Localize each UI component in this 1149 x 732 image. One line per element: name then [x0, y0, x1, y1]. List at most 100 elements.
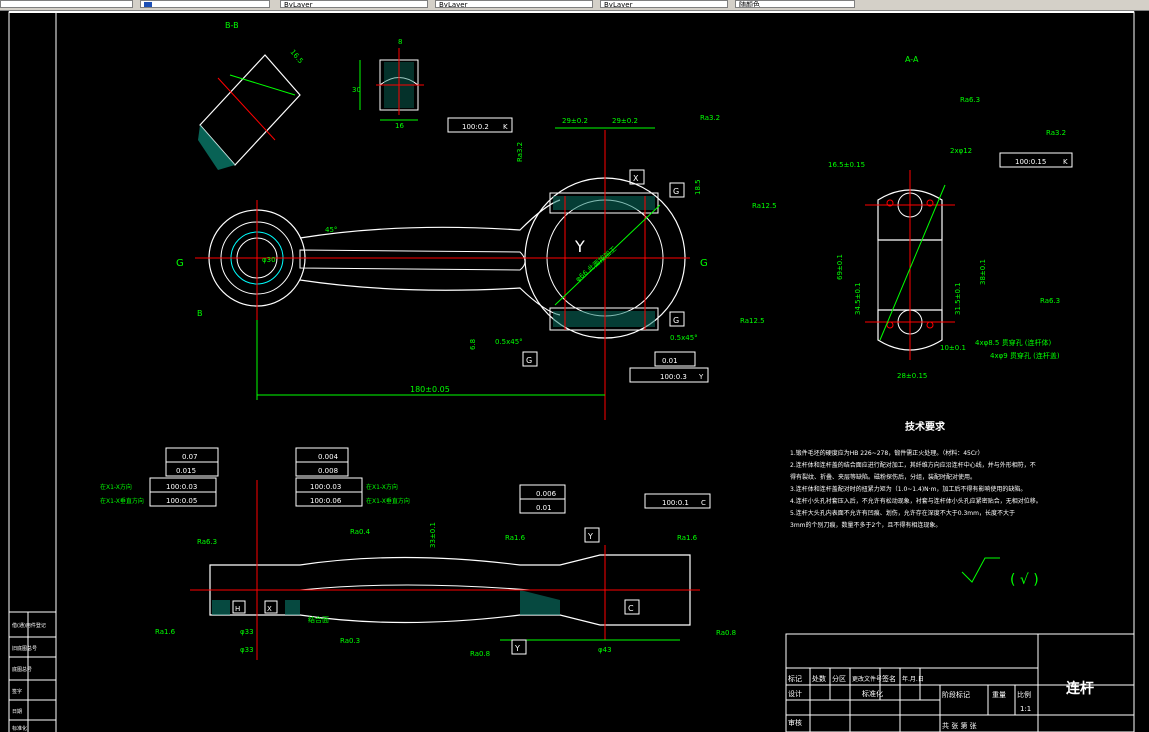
tol-left-d: 100:0.05 [166, 497, 197, 505]
dim-phi-small: φ30 [262, 256, 276, 264]
dim-bottom-a: φ33 [240, 628, 254, 636]
ra-bot-4: Ra1.6 [677, 534, 698, 542]
tol-2: 100:0.15 [1015, 158, 1046, 166]
side-label-1: 借(通)用件登记 [12, 622, 46, 629]
side-label-2: 旧底图总号 [12, 645, 37, 652]
dim-4x8-5: 4xφ8.5 贯穿孔 (连杆体) [975, 338, 1052, 347]
tb-ratio: 比例 [1017, 690, 1031, 699]
tol-5-datum: C [701, 499, 706, 507]
mark-g-left: G [176, 258, 184, 269]
color-dropdown[interactable] [140, 0, 270, 8]
ra-bot-5: Ra1.6 [155, 628, 176, 636]
rod-front-view: Y G G B φ30 45° φ66 此面按加工 180±0.05 29±0.… [176, 114, 777, 420]
dim-0-5x45-b: 0.5x45° [670, 334, 698, 342]
dim-45: 45° [325, 226, 337, 234]
datum-x-bot: X [267, 605, 272, 613]
tol-2-datum: K [1063, 158, 1068, 166]
note-right-2: 在X1-X垂直方向 [366, 497, 410, 505]
tol-right-b: 0.008 [318, 467, 338, 475]
tb-check: 审核 [788, 718, 802, 727]
dim-16: 16 [395, 122, 404, 130]
tech-line-5: 4.连杆小头孔衬套压入后，不允许有松动现象，衬套与连杆体小头孔应紧密贴合，无相对… [790, 497, 1042, 505]
mark-b: B [197, 309, 203, 318]
dim-16-5: 16.5 [288, 48, 304, 65]
section-a-title: A-A [905, 55, 919, 64]
tech-title: 技术要求 [905, 420, 946, 433]
datum-y-bot: Y [587, 532, 593, 541]
toolbar: ByLayer ByLayer ByLayer 随颜色 [0, 0, 1149, 11]
tol-right-a: 0.004 [318, 453, 339, 461]
tech-symbol: ( √ ) [1010, 572, 1039, 588]
side-label-5: 日期 [12, 709, 22, 715]
dim-29b: 29±0.2 [612, 117, 638, 125]
tb-stage: 阶段标记 [942, 690, 970, 699]
layer-dropdown[interactable] [0, 0, 133, 8]
ra-bot-3: Ra1.6 [505, 534, 526, 542]
tol-left-a: 0.07 [182, 453, 198, 461]
tb-header-3: 分区 [832, 674, 846, 683]
surface-finish-icon [961, 557, 1000, 583]
tb-sheet: 共 张 第 张 [942, 721, 977, 730]
tol-left-c: 100:0.03 [166, 483, 197, 491]
dim-30: 30 [352, 86, 361, 94]
tech-line-1: 1.锻件毛坯的硬度应为HB 226~278，锻件需正火处理。（材料：45Cr） [790, 449, 983, 457]
side-label-4: 签字 [12, 688, 22, 695]
section-b-title: B-B [225, 21, 239, 30]
tb-scale: 1:1 [1020, 705, 1031, 713]
mark-g-right: G [700, 258, 708, 269]
section-aa-view: A-A 16.5±0.15 69±0.1 34.5±0.1 31.5±0.1 3… [828, 55, 1073, 380]
datum-h-bot: H [235, 605, 240, 613]
side-panel: 借(通)用件登记 旧底图总号 底图总号 签字 日期 标准化 [9, 611, 56, 732]
tol-4-b: 0.01 [536, 504, 552, 512]
part-name: 连杆 [1066, 680, 1094, 697]
ra-top-1: Ra3.2 [700, 114, 720, 122]
tech-requirements: 技术要求 1.锻件毛坯的硬度应为HB 226~278，锻件需正火处理。（材料：4… [790, 420, 1042, 588]
plotstyle-dropdown[interactable]: ByLayer [600, 0, 728, 8]
dim-4x9: 4xφ9 贯穿孔 (连杆盖) [990, 351, 1060, 360]
process-label: 此面按加工 [586, 244, 619, 273]
tol-3-a: 0.01 [662, 357, 678, 365]
dim-2x12: 2xφ12 [950, 147, 972, 155]
tol-right-d: 100:0.06 [310, 497, 342, 505]
dim-31-5: 31.5±0.1 [954, 282, 962, 315]
dim-28: 28±0.15 [897, 372, 927, 380]
dim-180: 180±0.05 [410, 385, 450, 394]
tb-header-5: 签名 [882, 674, 896, 683]
title-block [785, 633, 1135, 732]
tb-header-4: 更改文件号 [852, 675, 882, 683]
colormode-dropdown[interactable]: 随颜色 [735, 0, 855, 8]
tol-4-a: 0.006 [536, 490, 557, 498]
tb-std: 标准化 [862, 689, 883, 698]
lineweight-dropdown[interactable]: ByLayer [435, 0, 593, 8]
color-swatch-icon [144, 2, 152, 7]
dim-69: 69±0.1 [836, 254, 844, 280]
linetype-dropdown[interactable]: ByLayer [280, 0, 428, 8]
tech-line-3: 得有裂纹、折叠、夹层等缺陷。磁粉探伤后，分组，装配时配对使用。 [790, 473, 976, 481]
tol-right-c: 100:0.03 [310, 483, 341, 491]
flag-label: 结合面 [308, 615, 329, 624]
cad-drawing-canvas[interactable]: 借(通)用件登记 旧底图总号 底图总号 签字 日期 标准化 B-B 16.5 8… [0, 10, 1149, 732]
ra-bot-1: Ra6.3 [197, 538, 217, 546]
tech-line-7: 3mm的个别刀痕，数量不多于2个，且不得有相连现象。 [790, 521, 941, 529]
dim-33: 33±0.1 [429, 522, 437, 548]
ra-aa-3: Ra6.3 [1040, 297, 1060, 305]
note-left-1: 在X1-X方向 [100, 483, 132, 491]
dim-8: 8 [398, 38, 402, 46]
datum-x: X [633, 174, 639, 183]
side-label-6: 标准化 [12, 725, 27, 732]
tol-left-b: 0.015 [176, 467, 196, 475]
tb-header-6: 年.月.日 [902, 675, 924, 683]
note-right-1: 在X1-X方向 [366, 483, 398, 491]
rod-bottom-view: φ43 φ33 φ33 33±0.1 结合面 Ra6.3 Ra0.4 Ra1.6… [100, 447, 736, 660]
small-section-view: 8 16 30 [352, 38, 424, 130]
ra-32-b: Ra3.2 [516, 142, 524, 162]
dim-34-5: 34.5±0.1 [854, 282, 862, 315]
tb-weight: 重量 [992, 691, 1006, 699]
tb-design: 设计 [788, 689, 802, 698]
datum-g-3: G [673, 316, 679, 325]
dim-phi43: φ43 [598, 646, 612, 654]
tol-1-datum: K [503, 123, 508, 131]
side-label-3: 底图总号 [12, 666, 32, 673]
tol-1: 100:0.2 [462, 123, 489, 131]
dim-16-5b: 16.5±0.15 [828, 161, 865, 169]
